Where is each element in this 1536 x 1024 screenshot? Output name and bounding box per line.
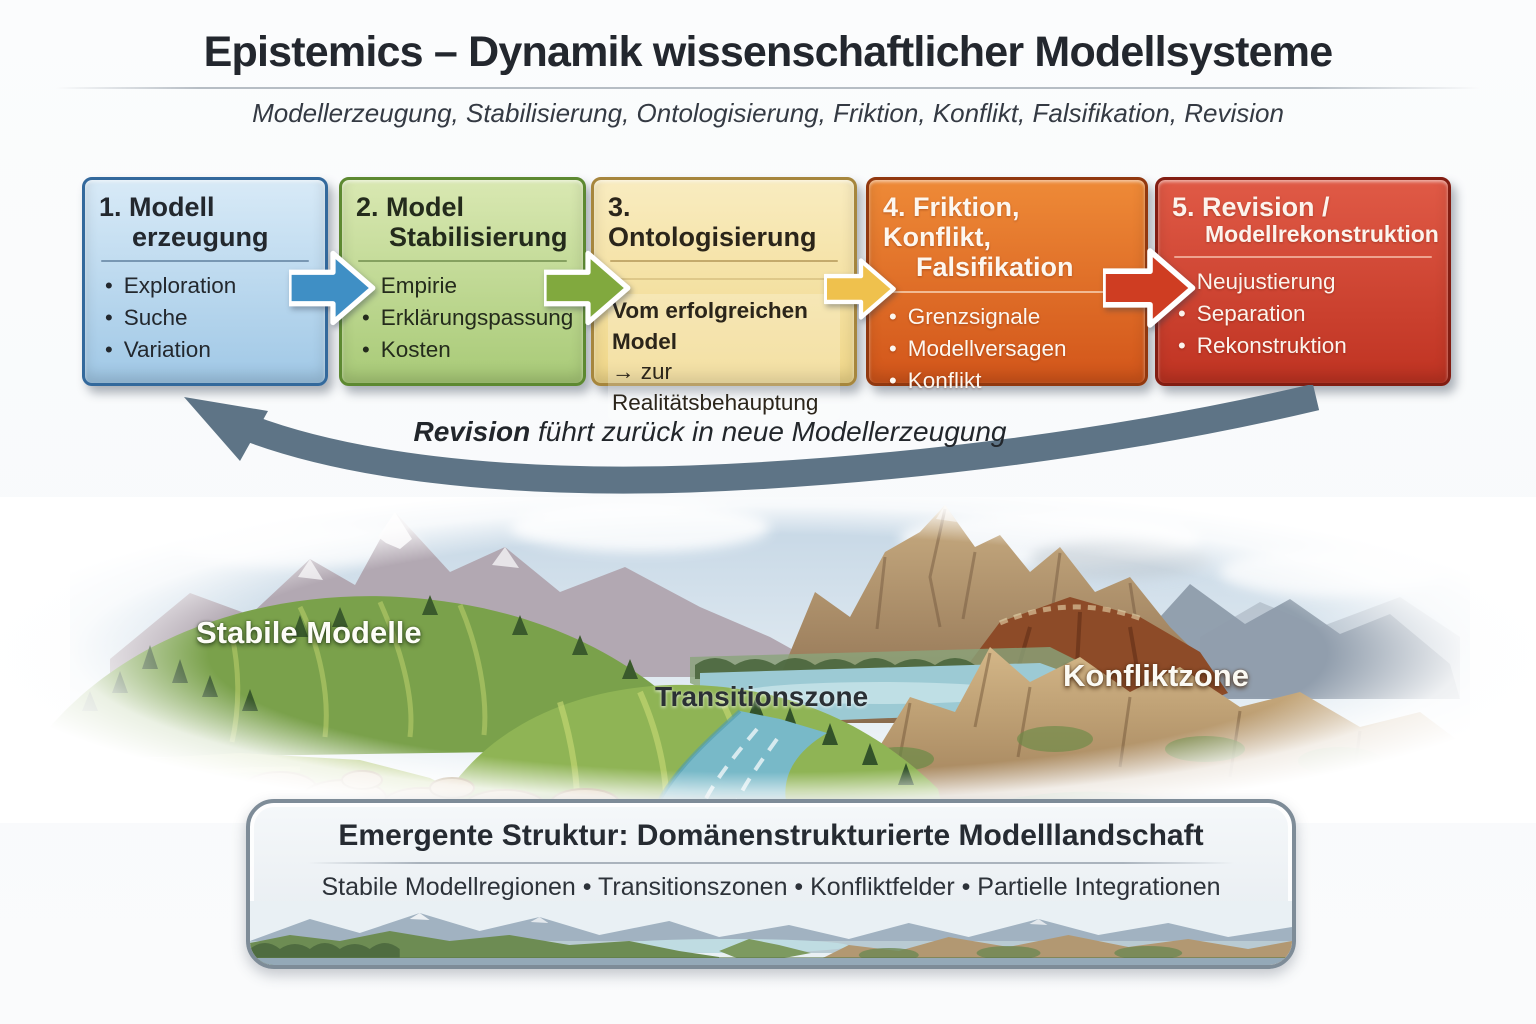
stage-2-divider — [358, 260, 567, 263]
page-title: Epistemics – Dynamik wissenschaftlicher … — [203, 28, 1333, 76]
bullet-icon: • — [889, 303, 897, 329]
stage-5-divider — [1174, 255, 1432, 258]
bullet-icon: • — [105, 273, 113, 299]
panel-subtitle: Stabile Modellregionen • Transitionszone… — [321, 873, 1221, 901]
list-item: •Variation — [105, 334, 311, 366]
bullet-icon: • — [362, 337, 370, 363]
feedback-arrow-icon — [184, 385, 1320, 494]
flow-arrow-icon — [824, 258, 896, 320]
bullet-icon: • — [105, 337, 113, 363]
flow-arrow-icon — [544, 250, 631, 326]
list-item: •Konflikt — [889, 365, 1131, 397]
list-item: •Exploration — [105, 270, 311, 302]
stage-3-description: Vom erfolgreichen Model → zur Realitätsb… — [608, 294, 840, 420]
list-item: •Rekonstruktion — [1178, 330, 1434, 362]
list-item: •Neujustierung — [1178, 266, 1434, 298]
emergent-structure-panel: Emergente Struktur: Domänenstrukturierte… — [246, 799, 1296, 969]
bullet-icon: • — [1178, 332, 1186, 358]
stage-2-items: •Empirie •Erklärungspassung •Kosten — [356, 270, 573, 366]
bullet-icon: • — [889, 335, 897, 361]
stage-3-divider — [610, 260, 838, 263]
list-item: •Separation — [1178, 298, 1434, 330]
flow-arrow-icon — [1103, 248, 1196, 328]
landscape-label-konfliktzone: Konfliktzone — [1063, 658, 1249, 693]
list-item: •Grenzsignale — [889, 301, 1131, 333]
stage-5-items: •Neujustierung •Separation •Rekonstrukti… — [1172, 266, 1434, 362]
feedback-arrow-label: Revision führt zurück in neue Modellerze… — [413, 416, 1007, 447]
landscape-label-stabile-modelle: Stabile Modelle — [196, 615, 422, 650]
title-divider — [56, 87, 1480, 89]
flow-arrow-icon — [289, 250, 376, 326]
bullet-icon: • — [1178, 300, 1186, 326]
stage-3-divider-2 — [610, 278, 838, 281]
stage-5-header: 5. Revision / Modellrekonstruktion — [1172, 192, 1439, 248]
panel-landscape-strip — [250, 901, 1292, 965]
stage-1-header: 1. Modell erzeugung — [99, 192, 269, 253]
list-item: •Suche — [105, 302, 311, 334]
stage-1-divider — [101, 260, 309, 263]
model-landscape-illustration — [0, 497, 1536, 823]
stage-card-modellerzeugung: 1. Modell erzeugung •Exploration •Suche … — [82, 177, 328, 386]
bullet-icon: • — [889, 367, 897, 393]
list-item: •Modellversagen — [889, 333, 1131, 365]
stage-2-header: 2. Model Stabilisierung — [356, 192, 568, 253]
stage-card-revision: 5. Revision / Modellrekonstruktion •Neuj… — [1155, 177, 1451, 386]
page-subtitle: Modellerzeugung, Stabilisierung, Ontolog… — [252, 98, 1284, 128]
stage-4-header: 4. Friktion, Konflikt, Falsifikation — [883, 192, 1074, 283]
bullet-icon: • — [362, 305, 370, 331]
list-item: •Kosten — [362, 334, 569, 366]
landscape-label-transitionszone: Transitionszone — [655, 681, 869, 712]
bullet-icon: • — [105, 305, 113, 331]
panel-title: Emergente Struktur: Domänenstrukturierte… — [338, 819, 1204, 852]
panel-divider — [308, 862, 1234, 864]
stage-4-divider — [885, 290, 1129, 293]
list-item: •Erklärungspassung — [362, 302, 573, 334]
stage-1-items: •Exploration •Suche •Variation — [99, 270, 311, 366]
stage-4-items: •Grenzsignale •Modellversagen •Konflikt — [883, 301, 1131, 397]
list-item: •Empirie — [362, 270, 569, 302]
stage-3-header: 3. Ontologisierung — [608, 192, 817, 253]
